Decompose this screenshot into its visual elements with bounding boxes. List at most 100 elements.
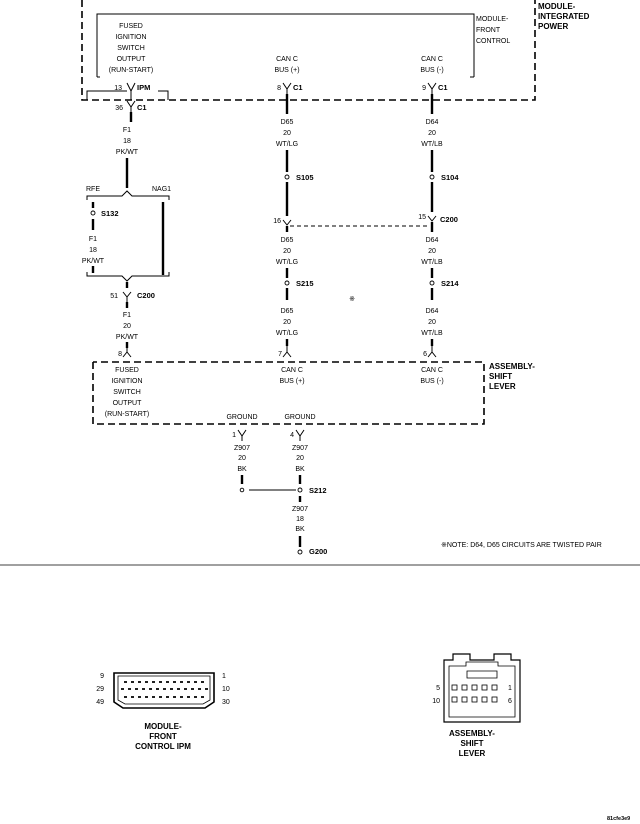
svg-text:WT/LG: WT/LG bbox=[276, 259, 298, 266]
svg-text:20: 20 bbox=[428, 248, 436, 255]
svg-text:20: 20 bbox=[238, 455, 246, 462]
svg-text:GROUND: GROUND bbox=[284, 414, 315, 421]
wire-d64-lower: D64 20 WT/LB bbox=[421, 288, 443, 346]
svg-text:CAN C: CAN C bbox=[421, 56, 443, 63]
svg-text:7: 7 bbox=[278, 351, 282, 358]
svg-text:18: 18 bbox=[89, 247, 97, 254]
svg-text:51: 51 bbox=[110, 293, 118, 300]
svg-text:13: 13 bbox=[114, 85, 122, 92]
fcm-pin-can-c-plus: CAN C BUS (+) bbox=[274, 56, 299, 74]
svg-text:OUTPUT: OUTPUT bbox=[113, 400, 143, 407]
wire-d65-lower: D65 20 WT/LG bbox=[276, 288, 298, 346]
svg-text:20: 20 bbox=[283, 319, 291, 326]
fcm-pin-can-c-minus: CAN C BUS (-) bbox=[420, 56, 443, 74]
svg-text:S212: S212 bbox=[309, 486, 327, 495]
svg-text:GROUND: GROUND bbox=[226, 414, 257, 421]
svg-text:WT/LG: WT/LG bbox=[276, 330, 298, 337]
svg-text:D65: D65 bbox=[281, 237, 294, 244]
svg-text:(RUN-START): (RUN-START) bbox=[105, 411, 149, 418]
shift-pin-can-c-minus: CAN C BUS (-) bbox=[420, 367, 443, 385]
svg-text:C1: C1 bbox=[137, 103, 147, 112]
svg-text:81cfe3e9: 81cfe3e9 bbox=[607, 816, 630, 822]
wire-z907-bottom: Z907 18 BK bbox=[292, 496, 308, 547]
wire-z907-left: Z907 20 BK bbox=[234, 445, 296, 493]
option-bracket-bottom bbox=[86, 272, 170, 282]
connector-ground-4: 4 bbox=[290, 429, 305, 441]
svg-text:CAN C: CAN C bbox=[276, 56, 298, 63]
svg-text:(RUN-START): (RUN-START) bbox=[109, 67, 153, 74]
svg-text:D64: D64 bbox=[426, 308, 439, 315]
svg-text:CAN C: CAN C bbox=[281, 367, 303, 374]
module-front-control-label: MODULE- FRONT CONTROL bbox=[476, 16, 510, 45]
svg-text:F1: F1 bbox=[89, 236, 97, 243]
svg-text:NAG1: NAG1 bbox=[152, 186, 171, 193]
svg-text:D65: D65 bbox=[281, 119, 294, 126]
svg-text:FRONT: FRONT bbox=[149, 732, 177, 741]
wire-f1-upper: F1 18 PK/WT bbox=[116, 112, 139, 188]
fcm-pin-fused-ignition: FUSED IGNITION SWITCH OUTPUT (RUN-START) bbox=[109, 23, 153, 74]
wire-d65-upper: D65 20 WT/LG bbox=[276, 94, 298, 172]
svg-text:BUS (+): BUS (+) bbox=[279, 378, 304, 385]
assembly-shift-lever-box bbox=[92, 361, 485, 425]
svg-text:C200: C200 bbox=[137, 291, 155, 300]
shift-pin-grounds: GROUND GROUND bbox=[226, 414, 315, 421]
svg-text:S105: S105 bbox=[296, 173, 314, 182]
svg-text:D64: D64 bbox=[426, 237, 439, 244]
svg-text:RFE: RFE bbox=[86, 186, 100, 193]
svg-text:BUS (-): BUS (-) bbox=[420, 378, 443, 385]
svg-text:WT/LB: WT/LB bbox=[421, 259, 443, 266]
connector-c200-51: 51 C200 bbox=[110, 282, 155, 302]
connector-ipm-13: 13 IPM bbox=[114, 82, 150, 100]
svg-text:CONTROL IPM: CONTROL IPM bbox=[135, 742, 191, 751]
splice-s214: S214 bbox=[429, 279, 459, 288]
svg-text:POWER: POWER bbox=[538, 22, 568, 31]
svg-text:ASSEMBLY-: ASSEMBLY- bbox=[489, 362, 535, 371]
ground-g200: G200 bbox=[297, 547, 327, 556]
svg-text:20: 20 bbox=[283, 248, 291, 255]
svg-text:BK: BK bbox=[295, 466, 305, 473]
svg-text:D65: D65 bbox=[281, 308, 294, 315]
svg-text:29: 29 bbox=[96, 686, 104, 693]
svg-text:S132: S132 bbox=[101, 209, 119, 218]
svg-text:LEVER: LEVER bbox=[459, 749, 486, 758]
svg-text:S215: S215 bbox=[296, 279, 314, 288]
shift-lever-connector-view: 5 1 10 6 bbox=[432, 653, 521, 723]
svg-text:20: 20 bbox=[428, 130, 436, 137]
svg-text:SHIFT: SHIFT bbox=[489, 372, 512, 381]
svg-text:C1: C1 bbox=[438, 83, 448, 92]
svg-text:8: 8 bbox=[277, 85, 281, 92]
svg-text:16: 16 bbox=[273, 218, 281, 225]
svg-text:SWITCH: SWITCH bbox=[117, 45, 145, 52]
wire-f1-lower: F1 20 PK/WT bbox=[116, 302, 139, 348]
svg-text:PK/WT: PK/WT bbox=[116, 149, 139, 156]
figure-id: 81cfe3e9 bbox=[607, 816, 630, 822]
svg-text:IPM: IPM bbox=[137, 83, 150, 92]
shift-pin-row-bottom bbox=[451, 696, 498, 703]
svg-text:WT/LG: WT/LG bbox=[276, 141, 298, 148]
svg-text:INTEGRATED: INTEGRATED bbox=[538, 12, 590, 21]
svg-text:18: 18 bbox=[123, 138, 131, 145]
splice-s104: S104 bbox=[429, 173, 459, 182]
svg-text:30: 30 bbox=[222, 699, 230, 706]
svg-text:S104: S104 bbox=[441, 173, 459, 182]
svg-text:15: 15 bbox=[418, 214, 426, 221]
svg-text:8: 8 bbox=[118, 351, 122, 358]
wire-d64-upper: D64 20 WT/LB bbox=[421, 94, 443, 172]
svg-text:SWITCH: SWITCH bbox=[113, 389, 141, 396]
svg-text:36: 36 bbox=[115, 105, 123, 112]
splice-s215: S215 bbox=[284, 279, 314, 288]
twisted-pair-note: ※NOTE: D64, D65 CIRCUITS ARE TWISTED PAI… bbox=[441, 542, 602, 549]
svg-text:WT/LB: WT/LB bbox=[421, 330, 443, 337]
svg-text:FRONT: FRONT bbox=[476, 27, 501, 34]
svg-text:BUS (-): BUS (-) bbox=[420, 67, 443, 74]
svg-text:20: 20 bbox=[123, 323, 131, 330]
svg-text:10: 10 bbox=[222, 686, 230, 693]
svg-text:CAN C: CAN C bbox=[421, 367, 443, 374]
shift-pin-fused-ignition: FUSED IGNITION SWITCH OUTPUT (RUN-START) bbox=[105, 367, 149, 418]
splice-s212: S212 bbox=[297, 486, 327, 495]
svg-text:WT/LB: WT/LB bbox=[421, 141, 443, 148]
svg-text:9: 9 bbox=[100, 673, 104, 680]
svg-text:MODULE-: MODULE- bbox=[144, 722, 182, 731]
svg-text:Z907: Z907 bbox=[292, 506, 308, 513]
svg-text:F1: F1 bbox=[123, 127, 131, 134]
